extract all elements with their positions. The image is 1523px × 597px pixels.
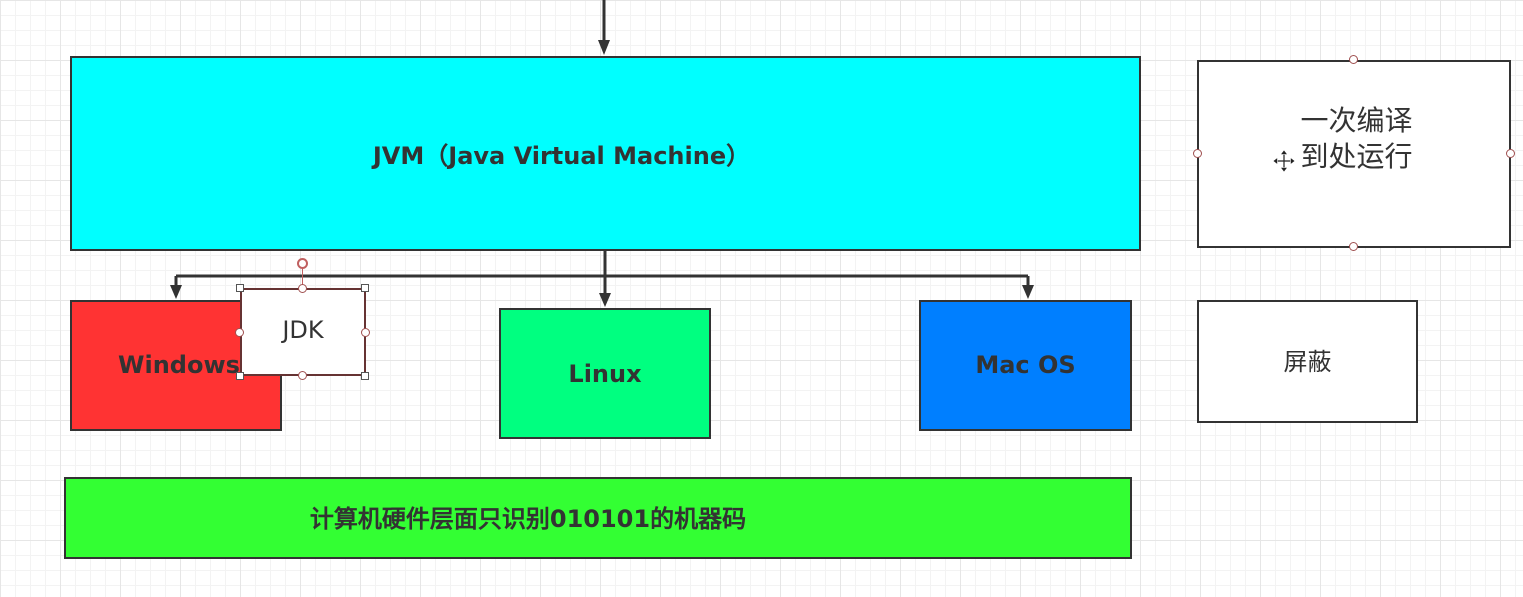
shield-box[interactable]: 屏蔽: [1197, 300, 1418, 423]
jdk-connection-point-top[interactable]: [298, 284, 307, 293]
slogan-line-1: 一次编译: [1300, 104, 1413, 137]
jdk-connection-point-right[interactable]: [361, 328, 370, 337]
shield-label: 屏蔽: [1283, 348, 1332, 376]
rotate-handle-stem: [302, 268, 303, 288]
jdk-resize-handle-ne[interactable]: [361, 284, 369, 292]
jdk-resize-handle-nw[interactable]: [236, 284, 244, 292]
arrowhead-icon: [170, 285, 182, 299]
arrowhead-icon: [599, 293, 611, 307]
linux-box[interactable]: Linux: [499, 308, 711, 439]
windows-label: Windows: [118, 350, 240, 379]
rotate-handle-icon[interactable]: [297, 258, 308, 269]
jdk-resize-handle-sw[interactable]: [236, 372, 244, 380]
arrowhead-icon: [1022, 285, 1034, 299]
jvm-label: JVM（Java Virtual Machine）: [372, 142, 751, 170]
jdk-label: JDK: [282, 316, 324, 344]
macos-box[interactable]: Mac OS: [919, 300, 1132, 431]
hardware-box[interactable]: 计算机硬件层面只识别010101的机器码: [64, 477, 1132, 559]
slogan-box[interactable]: 一次编译 到处运行: [1197, 60, 1511, 248]
linux-label: Linux: [568, 359, 642, 388]
jdk-box[interactable]: JDK: [240, 288, 366, 376]
jdk-connection-point-bottom[interactable]: [298, 371, 307, 380]
arrowhead-icon: [598, 40, 610, 55]
slogan-line-2: 到处运行: [1300, 140, 1413, 173]
slogan-label: 一次编译 到处运行: [1300, 103, 1412, 175]
hardware-label: 计算机硬件层面只识别010101的机器码: [309, 504, 747, 533]
slogan-connection-point-right[interactable]: [1506, 149, 1515, 158]
move-cursor-icon: [1272, 149, 1296, 173]
macos-label: Mac OS: [975, 350, 1076, 379]
slogan-connection-point-bottom[interactable]: [1349, 242, 1358, 251]
slogan-connection-point-left[interactable]: [1193, 149, 1202, 158]
jdk-resize-handle-se[interactable]: [361, 372, 369, 380]
jdk-connection-point-left[interactable]: [235, 328, 244, 337]
jvm-box[interactable]: JVM（Java Virtual Machine）: [70, 56, 1141, 251]
slogan-connection-point-top[interactable]: [1349, 55, 1358, 64]
